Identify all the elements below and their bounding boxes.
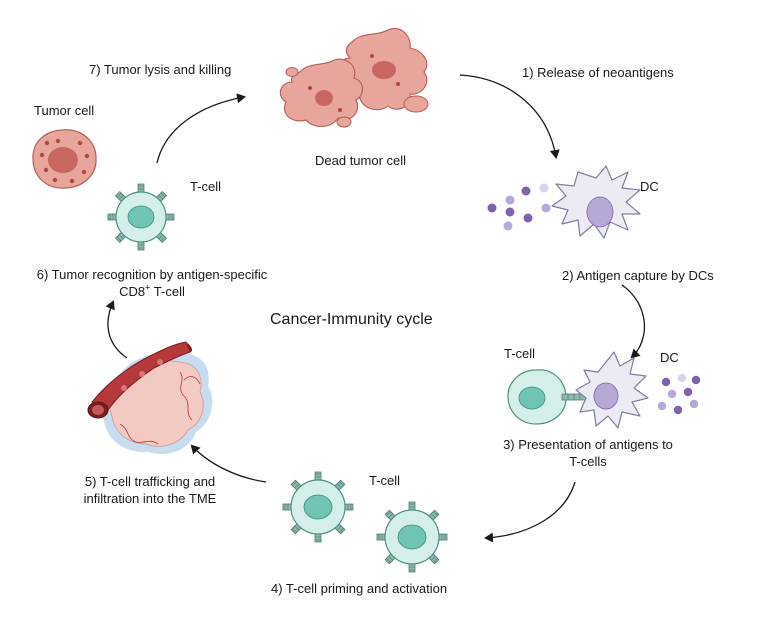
- tumor-cell-label: Tumor cell: [34, 103, 95, 118]
- dead-tumor-cell-label: Dead tumor cell: [315, 153, 407, 168]
- step-5-line1: 5) T-cell trafficking and: [84, 474, 216, 489]
- step-6-label: 6) Tumor recognition by antigen-specific…: [14, 266, 290, 300]
- step-3-line2: T-cells: [569, 454, 607, 469]
- step-2-label: 2) Antigen capture by DCs: [562, 268, 714, 283]
- t-cell-top-label: T-cell: [190, 179, 222, 194]
- step-3-label: 3) Presentation of antigens to T-cells: [488, 436, 688, 470]
- t-cell-bottom-right-icon: [376, 501, 448, 573]
- step-6-line1: 6) Tumor recognition by antigen-specific: [36, 267, 268, 282]
- step-6-tcell: T-cell: [150, 284, 185, 299]
- tme-blood-vessel-icon: [87, 341, 213, 454]
- step-4-label: 4) T-cell priming and activation: [271, 581, 448, 596]
- step-1-label: 1) Release of neoantigens: [522, 65, 674, 80]
- dead-tumor-cell-icon: [279, 28, 429, 128]
- arrow-2-to-3: [621, 284, 645, 359]
- step-3-line1: 3) Presentation of antigens to: [503, 437, 673, 452]
- arrow-7-to-dead-tumor: [156, 93, 246, 164]
- arrow-1-to-dc: [459, 74, 560, 159]
- arrow-5-to-6: [105, 300, 128, 359]
- t-cell-middle-icon: [507, 369, 589, 425]
- arrow-4-to-5: [190, 444, 267, 483]
- diagram-title: Cancer-Immunity cycle: [270, 311, 433, 328]
- tumor-cell-icon: [32, 129, 97, 189]
- t-cell-middle-label: T-cell: [504, 346, 536, 361]
- dc-middle-label: DC: [660, 350, 679, 365]
- step-5-line2: infiltration into the TME: [83, 491, 217, 506]
- step-6-line2: CD8+ T-cell: [14, 283, 290, 300]
- dc-top-icon: [551, 165, 641, 239]
- step-6-cd8-sup: +: [145, 282, 151, 293]
- step-5-label: 5) T-cell trafficking and infiltration i…: [65, 473, 235, 507]
- arrow-3-to-4: [484, 481, 576, 543]
- step-6-cd8: CD8: [119, 284, 146, 299]
- antigens-middle: [657, 373, 701, 415]
- dc-top-label: DC: [640, 179, 659, 194]
- t-cell-bottom-label: T-cell: [369, 473, 401, 488]
- step-7-label: 7) Tumor lysis and killing: [89, 62, 232, 77]
- dc-middle-icon: [575, 351, 649, 429]
- antigens-top: [487, 183, 551, 231]
- t-cell-bottom-left-icon: [282, 471, 354, 543]
- t-cell-top-icon: [107, 183, 175, 251]
